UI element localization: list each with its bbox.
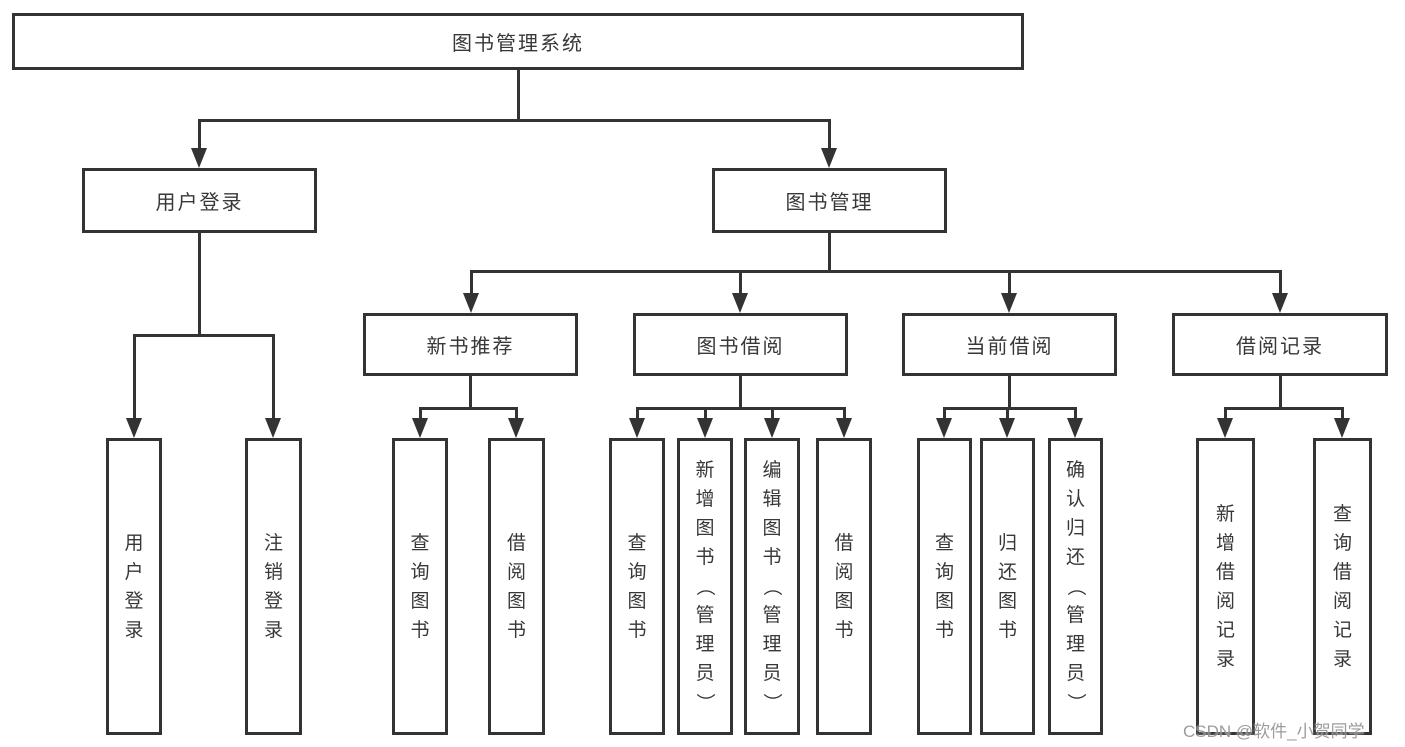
leaf-newrec-borrow-book: 借阅图书 — [488, 438, 545, 735]
leaf-borrow-add-book-admin: 新增图书（管理员） — [677, 438, 733, 735]
connector-line — [419, 407, 422, 419]
arrow-head — [936, 418, 952, 438]
arrow-head — [191, 148, 207, 168]
node-book-borrow-label: 图书借阅 — [696, 336, 785, 358]
connector-line — [636, 407, 846, 410]
leaf-borrow-edit-book-admin: 编辑图书（管理员） — [744, 438, 800, 735]
leaf-current-confirm-return-admin-label: 确认归还（管理员） — [1064, 460, 1086, 713]
leaf-newrec-borrow-book-label: 借阅图书 — [506, 532, 526, 641]
leaf-current-return-book: 归还图书 — [980, 438, 1035, 735]
node-borrow-records-label: 借阅记录 — [1236, 336, 1324, 358]
arrow-head — [508, 418, 524, 438]
leaf-newrec-query-book-label: 查询图书 — [410, 532, 430, 641]
node-book-borrow: 图书借阅 — [633, 313, 848, 376]
leaf-borrow-borrow-book-label: 借阅图书 — [834, 532, 854, 641]
csdn-watermark: CSDN @软件_小贺同学 — [1183, 722, 1365, 741]
leaf-borrow-query-book-label: 查询图书 — [627, 532, 647, 641]
leaf-records-query-record: 查询借阅记录 — [1313, 438, 1372, 735]
connector-line — [1341, 407, 1344, 419]
leaf-borrow-borrow-book: 借阅图书 — [816, 438, 872, 735]
arrow-head — [1272, 293, 1288, 313]
connector-line — [828, 233, 831, 273]
connector-line — [419, 407, 518, 410]
node-borrow-records: 借阅记录 — [1172, 313, 1388, 376]
connector-line — [272, 334, 275, 419]
connector-line — [469, 376, 472, 410]
connector-line — [198, 233, 201, 337]
connector-line — [704, 407, 707, 419]
leaf-user-login-label: 用户登录 — [124, 532, 144, 641]
leaf-records-query-record-label: 查询借阅记录 — [1332, 503, 1352, 670]
leaf-current-return-book-label: 归还图书 — [997, 532, 1017, 641]
connector-line — [636, 407, 639, 419]
leaf-current-confirm-return-admin: 确认归还（管理员） — [1048, 438, 1103, 735]
connector-line — [1224, 407, 1344, 410]
leaf-borrow-add-book-admin-label: 新增图书（管理员） — [694, 460, 716, 713]
leaf-newrec-query-book: 查询图书 — [392, 438, 448, 735]
connector-line — [198, 119, 831, 122]
node-user-login-label: 用户登录 — [155, 192, 244, 214]
arrow-head — [412, 418, 428, 438]
connector-line — [1008, 270, 1011, 294]
connector-line — [470, 270, 473, 294]
connector-line — [828, 119, 831, 150]
connector-line — [515, 407, 518, 419]
node-user-login: 用户登录 — [82, 168, 317, 233]
arrow-head — [126, 418, 142, 438]
connector-line — [739, 376, 742, 410]
connector-line — [843, 407, 846, 419]
leaf-user-login: 用户登录 — [106, 438, 162, 735]
leaf-logout: 注销登录 — [245, 438, 302, 735]
leaf-current-query-book: 查询图书 — [917, 438, 972, 735]
connector-line — [771, 407, 774, 419]
node-root: 图书管理系统 — [12, 13, 1024, 70]
connector-line — [470, 270, 1282, 273]
leaf-logout-label: 注销登录 — [263, 532, 283, 641]
connector-line — [943, 407, 1077, 410]
node-current-borrow-label: 当前借阅 — [965, 336, 1054, 358]
connector-line — [943, 407, 946, 419]
leaf-records-add-record-label: 新增借阅记录 — [1215, 503, 1235, 670]
arrow-head — [821, 148, 837, 168]
node-new-book-recommend: 新书推荐 — [363, 313, 578, 376]
arrow-head — [764, 418, 780, 438]
arrow-head — [999, 418, 1015, 438]
node-book-management-label: 图书管理 — [785, 192, 874, 214]
leaf-borrow-edit-book-admin-label: 编辑图书（管理员） — [761, 460, 783, 713]
connector-line — [1224, 407, 1227, 419]
connector-line — [133, 334, 275, 337]
node-new-book-recommend-label: 新书推荐 — [426, 336, 515, 358]
arrow-head — [836, 418, 852, 438]
node-root-label: 图书管理系统 — [452, 33, 584, 55]
connector-line — [1006, 407, 1009, 419]
leaf-borrow-query-book: 查询图书 — [609, 438, 665, 735]
connector-line — [133, 334, 136, 419]
arrow-head — [1334, 418, 1350, 438]
arrow-head — [697, 418, 713, 438]
connector-line — [1279, 270, 1282, 294]
leaf-current-query-book-label: 查询图书 — [934, 532, 954, 641]
arrow-head — [1217, 418, 1233, 438]
connector-line — [1279, 376, 1282, 410]
connector-line — [517, 70, 520, 119]
node-book-management: 图书管理 — [712, 168, 947, 233]
arrow-head — [732, 293, 748, 313]
connector-line — [1074, 407, 1077, 419]
arrow-head — [1001, 293, 1017, 313]
arrow-head — [463, 293, 479, 313]
arrow-head — [629, 418, 645, 438]
leaf-records-add-record: 新增借阅记录 — [1196, 438, 1255, 735]
connector-line — [1008, 376, 1011, 410]
connector-line — [739, 270, 742, 294]
connector-line — [198, 119, 201, 150]
node-current-borrow: 当前借阅 — [902, 313, 1117, 376]
arrow-head — [1067, 418, 1083, 438]
arrow-head — [265, 418, 281, 438]
